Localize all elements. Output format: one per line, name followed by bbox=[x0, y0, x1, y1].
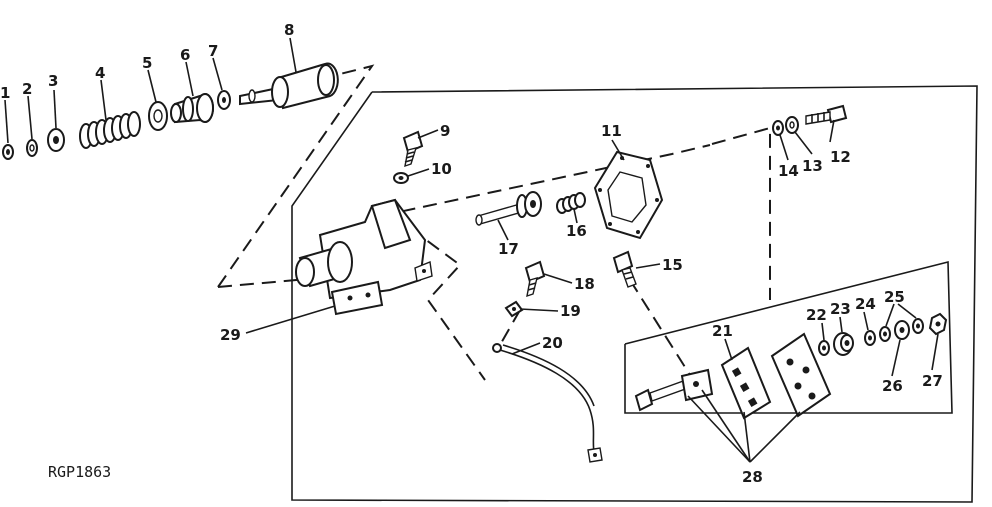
part-24-washer bbox=[864, 330, 876, 346]
callout-6: 6 bbox=[180, 46, 190, 64]
housing-bolt-dashed-leader bbox=[409, 227, 486, 381]
part-11-gasket bbox=[593, 150, 664, 240]
terminal-dashed-leader bbox=[499, 309, 521, 346]
callout-26: 26 bbox=[882, 377, 903, 395]
part-10-washer bbox=[393, 172, 409, 184]
gasket-dashed-leader bbox=[379, 144, 711, 217]
callout-3: 3 bbox=[48, 72, 58, 90]
plate-dashed-leader bbox=[629, 279, 691, 376]
callout-20: 20 bbox=[542, 334, 563, 352]
callout-25: 25 bbox=[884, 288, 905, 306]
callout-7: 7 bbox=[208, 42, 218, 60]
callout-11: 11 bbox=[601, 122, 622, 140]
callout-14: 14 bbox=[778, 162, 799, 180]
upper-assembly-dashed-outline bbox=[217, 64, 375, 288]
callout-1: 1 bbox=[0, 84, 10, 102]
callout-18: 18 bbox=[574, 275, 595, 293]
callout-5: 5 bbox=[142, 54, 152, 72]
callout-16: 16 bbox=[566, 222, 587, 240]
callout-21: 21 bbox=[712, 322, 733, 340]
part-15-bolt bbox=[612, 250, 637, 288]
callout-27: 27 bbox=[922, 372, 943, 390]
part-21b-terminal-block bbox=[770, 332, 832, 418]
callout-10: 10 bbox=[431, 160, 452, 178]
part-7-washer bbox=[217, 90, 231, 110]
callout-28: 28 bbox=[742, 468, 763, 486]
part-13-washer bbox=[785, 116, 799, 134]
callout-2: 2 bbox=[22, 80, 32, 98]
part-21-insulator-plate bbox=[720, 346, 772, 420]
part-12-cap-screw bbox=[805, 104, 848, 125]
part-19-lock-washer bbox=[504, 300, 524, 318]
leader-lines bbox=[4, 37, 939, 463]
callout-23: 23 bbox=[830, 300, 851, 318]
callout-19: 19 bbox=[560, 302, 581, 320]
callout-22: 22 bbox=[806, 306, 827, 324]
part-4-spring bbox=[79, 111, 141, 149]
part-20-ground-wire bbox=[492, 343, 603, 463]
part-17-contact-plunger bbox=[475, 191, 542, 226]
part-2-lock-washer bbox=[26, 139, 38, 157]
callout-12: 12 bbox=[830, 148, 851, 166]
part-27-nut bbox=[928, 312, 948, 336]
callout-24: 24 bbox=[855, 295, 876, 313]
figure-code: RGP1863 bbox=[48, 463, 111, 481]
part-29-solenoid-housing bbox=[295, 198, 433, 316]
callout-13: 13 bbox=[802, 157, 823, 175]
callout-29: 29 bbox=[220, 326, 241, 344]
part-5-retainer bbox=[148, 101, 168, 131]
callout-9: 9 bbox=[440, 122, 450, 140]
part-28-terminal-bolt bbox=[634, 368, 714, 412]
assembly-frame bbox=[291, 85, 978, 503]
callout-15: 15 bbox=[662, 256, 683, 274]
terminal-plate-frame bbox=[624, 260, 953, 414]
callout-8: 8 bbox=[284, 21, 294, 39]
callout-labels: 1 2 3 4 5 6 7 8 9 10 11 12 13 14 15 16 1… bbox=[0, 21, 943, 486]
part-14-washer bbox=[772, 120, 784, 136]
part-1-nut bbox=[2, 144, 14, 160]
part-22-washer bbox=[818, 340, 830, 356]
part-25-washer bbox=[879, 326, 891, 342]
part-6-plunger-head bbox=[170, 92, 214, 124]
part-18-screw bbox=[524, 260, 546, 298]
part-16-spring bbox=[556, 192, 586, 214]
cover-dashed-outline bbox=[711, 126, 771, 300]
part-23-insulating-bushing bbox=[833, 332, 854, 356]
part-9-bolt bbox=[402, 130, 424, 168]
callout-4: 4 bbox=[95, 64, 105, 82]
part-25b-lock-washer bbox=[912, 318, 924, 334]
part-3-washer bbox=[47, 128, 65, 152]
part-8-solenoid-plunger bbox=[239, 62, 339, 110]
callout-17: 17 bbox=[498, 240, 519, 258]
part-26-washer bbox=[894, 320, 910, 340]
